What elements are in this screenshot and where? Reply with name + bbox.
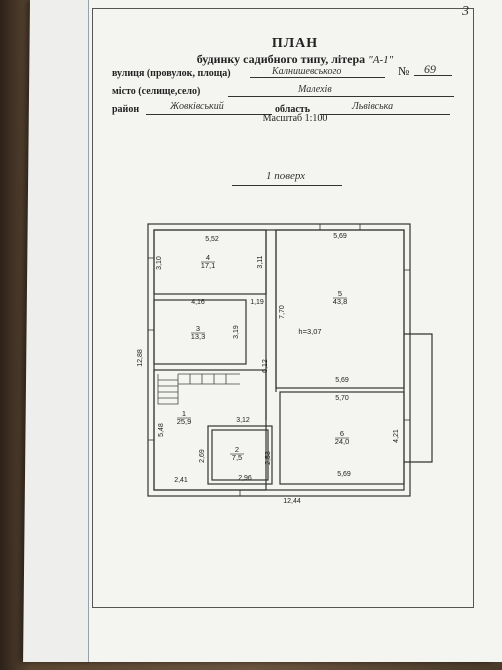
dim-2-69: 2,69: [199, 449, 206, 463]
number-value: 69: [424, 62, 436, 76]
dim-5-69-top: 5,69: [333, 233, 347, 240]
region-label: область: [275, 104, 310, 115]
dim-5-48: 5,48: [158, 423, 165, 437]
room-5-area: 43,8: [333, 297, 348, 306]
dim-12-44: 12,44: [283, 498, 301, 505]
dim-7-70: 7,70: [279, 305, 286, 319]
subtitle-text: будинку садибного типу, літера: [196, 52, 366, 66]
dim-4-21: 4,21: [393, 429, 400, 443]
street-label: вулиця (провулок, площа): [112, 68, 231, 79]
room-6-number: 6: [340, 429, 344, 438]
document-page: [88, 0, 502, 662]
floor-underline: [232, 185, 342, 186]
room-1-area: 25,9: [177, 417, 192, 426]
building-letter: "А-1": [368, 54, 394, 66]
page-frame: [92, 8, 474, 608]
dim-2-96: 2,96: [238, 475, 252, 482]
district-value: Жовківський: [170, 101, 224, 112]
document-subtitle: будинку садибного типу, літера "А-1": [88, 52, 502, 67]
window-markers: [148, 224, 410, 496]
dim-12-88: 12,88: [137, 349, 144, 367]
dim-5-69-bottom: 5,69: [337, 471, 351, 478]
dim-3-11: 3,11: [257, 255, 264, 268]
room-3-outline: [153, 299, 247, 365]
city-value: Малехів: [298, 84, 332, 95]
room-6-area: 24,0: [335, 437, 350, 446]
region-underline: [320, 114, 450, 115]
dim-4-16: 4,16: [191, 299, 205, 306]
dim-5-52: 5,52: [205, 236, 219, 243]
room-5-number: 5: [338, 289, 342, 298]
dim-1-19: 1,19: [250, 299, 264, 306]
room-labels: 4 17,1 5 43,8 3 13,3 1 25,9 2 7,5 6 24,0: [177, 253, 350, 462]
street-value: Калнишевського: [272, 66, 342, 77]
room-2-number: 2: [235, 445, 239, 454]
dim-2-41: 2,41: [174, 477, 188, 484]
scale-label: Масштаб 1:100: [262, 113, 328, 124]
room-6-outline: [279, 391, 405, 485]
district-underline: [146, 114, 272, 115]
city-underline: [228, 96, 454, 97]
city-label: місто (селище,село): [112, 86, 201, 97]
room-2-outline: [207, 425, 273, 485]
room-1-number: 1: [182, 409, 186, 418]
room-3-area: 13,3: [191, 332, 206, 341]
room-3-number: 3: [196, 324, 200, 333]
dim-3-12: 3,12: [236, 417, 250, 424]
dim-3-19: 3,19: [233, 325, 240, 339]
dim-2-53: 2,53: [265, 451, 272, 465]
room-2-inner: [211, 429, 269, 481]
dim-5-69-mid: 5,69: [335, 377, 349, 384]
outer-wall-outside: [147, 223, 411, 497]
terrace-outline: [404, 333, 433, 463]
plan-walls: [147, 223, 433, 497]
dim-6-12: 6,12: [262, 359, 269, 373]
room-5-outline: [275, 229, 405, 389]
dim-5-70: 5,70: [335, 395, 349, 402]
number-label: №: [398, 64, 410, 78]
room-4-number: 4: [206, 253, 210, 262]
room-4-area: 17,1: [201, 261, 216, 270]
floor-label: 1 поверх: [266, 170, 306, 182]
number-underline: [414, 75, 452, 76]
room-2-area: 7,5: [232, 453, 242, 462]
region-value: Львівська: [352, 101, 394, 112]
outer-wall-inside: [153, 229, 405, 491]
stairs: [157, 373, 240, 405]
ceiling-height: h=3,07: [298, 327, 321, 336]
page-number: 3: [462, 4, 469, 19]
dim-3-10: 3,10: [156, 256, 163, 270]
street-underline: [250, 77, 385, 78]
district-label: район: [112, 104, 140, 115]
document-title: ПЛАН: [271, 36, 319, 51]
